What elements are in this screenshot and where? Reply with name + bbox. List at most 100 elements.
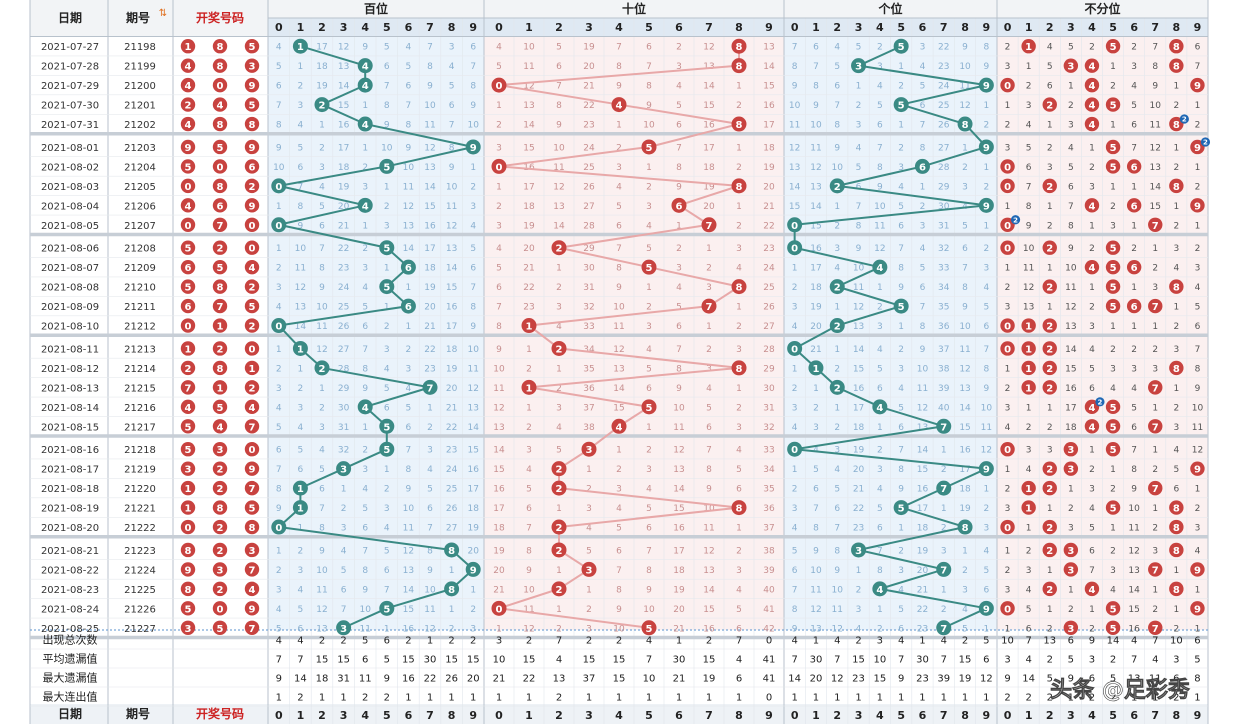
bufen-ball — [1000, 341, 1015, 356]
trend-ball — [787, 340, 803, 356]
omission-value: 1 — [1110, 182, 1116, 192]
omission-value: 5 — [834, 62, 840, 72]
omission-value: 37 — [938, 345, 949, 355]
omission-value: 3 — [586, 624, 592, 634]
draw-ball — [244, 259, 260, 275]
omission-value: 11 — [874, 221, 885, 231]
trend-line — [794, 324, 838, 350]
bufen-ball-number: 5 — [1110, 162, 1117, 173]
omission-value: 12 — [446, 221, 457, 231]
trend-ball — [851, 542, 867, 558]
omission-value: 4 — [298, 423, 304, 433]
draw-ball-number: 0 — [249, 344, 256, 355]
omission-value: 25 — [583, 163, 594, 173]
draw-ball — [244, 500, 260, 515]
footer-digit: 5 — [897, 709, 905, 722]
omission-value: 5 — [496, 62, 502, 72]
stat-value: 2 — [384, 693, 390, 704]
omission-value: 28 — [583, 221, 595, 231]
omission-value: 4 — [898, 384, 904, 394]
omission-value: 1 — [1005, 465, 1011, 475]
omission-value: 4 — [496, 43, 502, 53]
omission-value: 35 — [583, 364, 594, 374]
omission-value: 5 — [646, 504, 652, 514]
omission-value: 20 — [673, 605, 685, 615]
draw-ball-number: 2 — [217, 523, 224, 534]
omission-value: 1 — [1195, 221, 1201, 231]
omission-value: 19 — [493, 546, 505, 556]
footer-digit: 1 — [297, 709, 305, 722]
omission-value: 8 — [834, 121, 840, 131]
stat-value: 2 — [1110, 693, 1116, 704]
draw-ball-number: 5 — [185, 244, 192, 255]
omission-value: 6 — [856, 182, 862, 192]
omission-value: 9 — [276, 143, 282, 153]
omission-value: 19 — [523, 221, 535, 231]
issue-header: 期号 — [126, 10, 150, 25]
trend-ball-number: 2 — [556, 523, 563, 534]
omission-value: 4 — [834, 264, 840, 274]
omission-value: 3 — [1026, 446, 1032, 456]
omission-value: 9 — [319, 546, 325, 556]
omission-value: 1 — [298, 364, 304, 374]
omission-value: 16 — [703, 624, 715, 634]
trend-ball-number: 5 — [898, 504, 905, 515]
omission-value: 2 — [676, 244, 682, 254]
trend-ball — [444, 581, 460, 597]
draw-ball-number: 6 — [249, 162, 256, 173]
draw-ball-number: 1 — [217, 383, 224, 394]
trend-ball — [271, 178, 287, 194]
omission-value: 14 — [703, 82, 715, 92]
trend-ball-number: 5 — [898, 42, 905, 53]
bufen-ball — [1148, 380, 1163, 395]
draw-ball-number: 1 — [185, 344, 192, 355]
omission-value: 26 — [583, 182, 595, 192]
digit-header: 0 — [791, 21, 799, 34]
omission-value: 5 — [983, 566, 989, 576]
bufen-ball-number: 2 — [1046, 585, 1053, 596]
bufen-ball — [1105, 500, 1121, 515]
omission-value: 6 — [877, 121, 883, 131]
trend-ball-number: 5 — [383, 162, 390, 173]
bufen-ball — [1148, 298, 1163, 314]
bufen-ball-number: 1 — [1025, 322, 1032, 333]
omission-value: 9 — [362, 585, 368, 595]
trend-ball-number: 1 — [526, 383, 533, 394]
omission-value: 5 — [384, 546, 390, 556]
draw-ball — [244, 279, 260, 294]
omission-value: 5 — [298, 143, 304, 153]
bufen-ball — [1084, 116, 1100, 132]
omission-value: 1 — [983, 163, 989, 173]
stat-value: 4 — [297, 636, 303, 647]
stat-value: 2 — [362, 693, 368, 704]
draw-ball — [244, 58, 260, 73]
trend-ball — [701, 298, 717, 314]
omission-value: 2 — [1152, 605, 1158, 615]
omission-value: 38 — [938, 364, 950, 374]
bufen-ball-number: 2 — [1046, 546, 1053, 557]
omission-value: 9 — [834, 143, 840, 153]
bufen-ball — [1084, 259, 1100, 275]
omission-value: 15 — [703, 605, 714, 615]
omission-value: 1 — [941, 585, 947, 595]
omission-value: 3 — [736, 423, 742, 433]
bufen-ball — [1190, 198, 1205, 213]
trend-ball-number: 2 — [556, 344, 563, 355]
omission-value: 8 — [983, 364, 989, 374]
omission-value: 34 — [763, 465, 775, 475]
bufen-ball-number: 9 — [1194, 604, 1201, 615]
bufen-ball-number: 2 — [1046, 244, 1053, 255]
trend-ball — [357, 399, 373, 415]
omission-value: 10 — [643, 121, 655, 131]
bufen-ball — [1042, 318, 1057, 333]
stat-value: 22 — [523, 674, 536, 685]
omission-value: 1 — [496, 101, 502, 111]
trend-line — [836, 285, 902, 308]
row-issue: 21201 — [124, 101, 156, 112]
draw-ball — [212, 542, 228, 558]
omission-value: 9 — [1026, 221, 1032, 231]
trend-ball-number: 5 — [898, 302, 905, 313]
omission-value: 4 — [1131, 82, 1137, 92]
omission-value: 12 — [467, 384, 478, 394]
omission-value: 4 — [1110, 384, 1116, 394]
